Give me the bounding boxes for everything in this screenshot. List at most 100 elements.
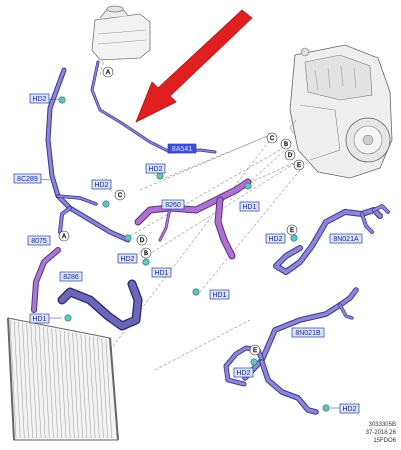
svg-text:HD1: HD1 (212, 292, 226, 299)
label-hd1-a: HD1 (239, 201, 260, 212)
radiator-fin (84, 334, 92, 439)
svg-text:8A541: 8A541 (172, 146, 192, 153)
part-labels: HD2 8A541 HD2 8C289 HD2 HD1 8260 (13, 93, 363, 414)
radiator-fin (13, 320, 21, 439)
radiator-fin (9, 319, 17, 439)
radiator-fin (51, 328, 58, 439)
radiator-fin (76, 333, 83, 439)
callout-e-r1: E (286, 224, 298, 236)
callout-e-right: E (293, 159, 305, 171)
svg-text:C: C (270, 136, 275, 142)
radiator-fin (63, 330, 71, 439)
hose-clips (58, 96, 330, 412)
radiator-fin (55, 329, 63, 439)
callout-a-left: A (58, 230, 70, 242)
callout-c-mid: C (114, 189, 126, 201)
label-8n021b: 8N021B (291, 327, 325, 338)
label-hd2-top: HD2 (29, 93, 60, 104)
callout-e-r2: E (249, 344, 261, 356)
svg-text:8286: 8286 (63, 274, 79, 281)
svg-text:8075: 8075 (31, 238, 47, 245)
svg-text:HD2: HD2 (236, 370, 250, 377)
radiator-fin (30, 324, 38, 439)
label-hd1-left: HD1 (29, 313, 62, 324)
radiator-fin (26, 323, 33, 439)
label-8c289: 8C289 (13, 173, 51, 184)
label-hd2-lower: HD2 (117, 253, 138, 264)
leader-lines (99, 59, 301, 371)
callout-a-top: A (102, 66, 114, 78)
svg-text:D: D (288, 153, 293, 159)
label-hd2-right: HD2 (265, 233, 286, 244)
clip-icon (64, 314, 72, 322)
clip-icon (102, 200, 110, 208)
svg-text:HD1: HD1 (242, 204, 256, 211)
radiator-fin (97, 337, 104, 439)
clip-icon (290, 234, 298, 242)
label-hd1-c: HD1 (209, 289, 230, 300)
svg-text:8260: 8260 (165, 202, 181, 209)
clip-icon (58, 96, 66, 104)
svg-text:8C289: 8C289 (17, 176, 38, 183)
hose-8n021a (273, 204, 390, 275)
radiator-fin (43, 326, 50, 439)
clip-icon (156, 172, 164, 180)
svg-text:8N021A: 8N021A (333, 236, 359, 243)
svg-text:HD2: HD2 (32, 96, 46, 103)
svg-text:E: E (290, 228, 294, 234)
callout-b-mid: B (140, 247, 152, 259)
callout-c-right: C (266, 132, 278, 144)
hose-8286 (57, 279, 143, 331)
radiator-fin (88, 335, 96, 439)
label-8075: 8075 (27, 235, 51, 246)
svg-text:C: C (118, 193, 123, 199)
svg-text:B: B (144, 251, 148, 257)
svg-text:HD2: HD2 (148, 166, 162, 173)
clip-icon (244, 182, 252, 190)
ref-line-1: 3033305B (369, 422, 396, 428)
label-hd2-center: HD2 (91, 179, 112, 190)
label-hd1-b: HD1 (151, 267, 172, 278)
ref-line-3: 15FDO6 (373, 438, 396, 444)
svg-text:HD2: HD2 (268, 236, 282, 243)
svg-text:HD2: HD2 (120, 256, 134, 263)
label-8286: 8286 (59, 271, 83, 282)
svg-text:E: E (253, 348, 257, 354)
clip-icon (124, 234, 132, 242)
callout-b-right: B (280, 138, 292, 150)
radiator-fin (101, 338, 108, 439)
radiator-fin (47, 327, 54, 439)
hose-8n021b (223, 287, 359, 415)
hose-8260 (134, 178, 252, 260)
label-hd2-br2: HD2 (330, 403, 360, 414)
clip-icon (322, 404, 330, 412)
svg-text:HD1: HD1 (154, 270, 168, 277)
svg-text:A: A (62, 234, 66, 240)
radiator-fin (38, 325, 46, 439)
reference-code: 3033305B 37-2018 26 15FDO6 (366, 422, 397, 444)
svg-text:D: D (140, 238, 145, 244)
clip-icon (192, 288, 200, 296)
radiator-fin (68, 331, 75, 439)
engine (289, 44, 393, 179)
svg-text:HD1: HD1 (32, 316, 46, 323)
ref-line-2: 37-2018 26 (366, 430, 397, 436)
svg-text:E: E (297, 163, 301, 169)
radiator-fin (93, 336, 100, 439)
callout-d-mid: D (136, 234, 148, 246)
hose-8c289 (45, 67, 131, 243)
svg-text:HD2: HD2 (342, 406, 356, 413)
svg-text:HD2: HD2 (94, 182, 108, 189)
callout-d-right: D (284, 149, 296, 161)
svg-text:A: A (106, 70, 110, 76)
clip-icon (250, 358, 258, 366)
red-arrow-icon (135, 9, 253, 123)
radiator-fin (22, 322, 29, 439)
radiator (7, 317, 119, 441)
expansion-tank (91, 5, 151, 61)
radiator-fin (105, 339, 113, 439)
callout-markers: A C B D E C D B A E E (58, 66, 305, 356)
radiator-fin (72, 332, 79, 439)
